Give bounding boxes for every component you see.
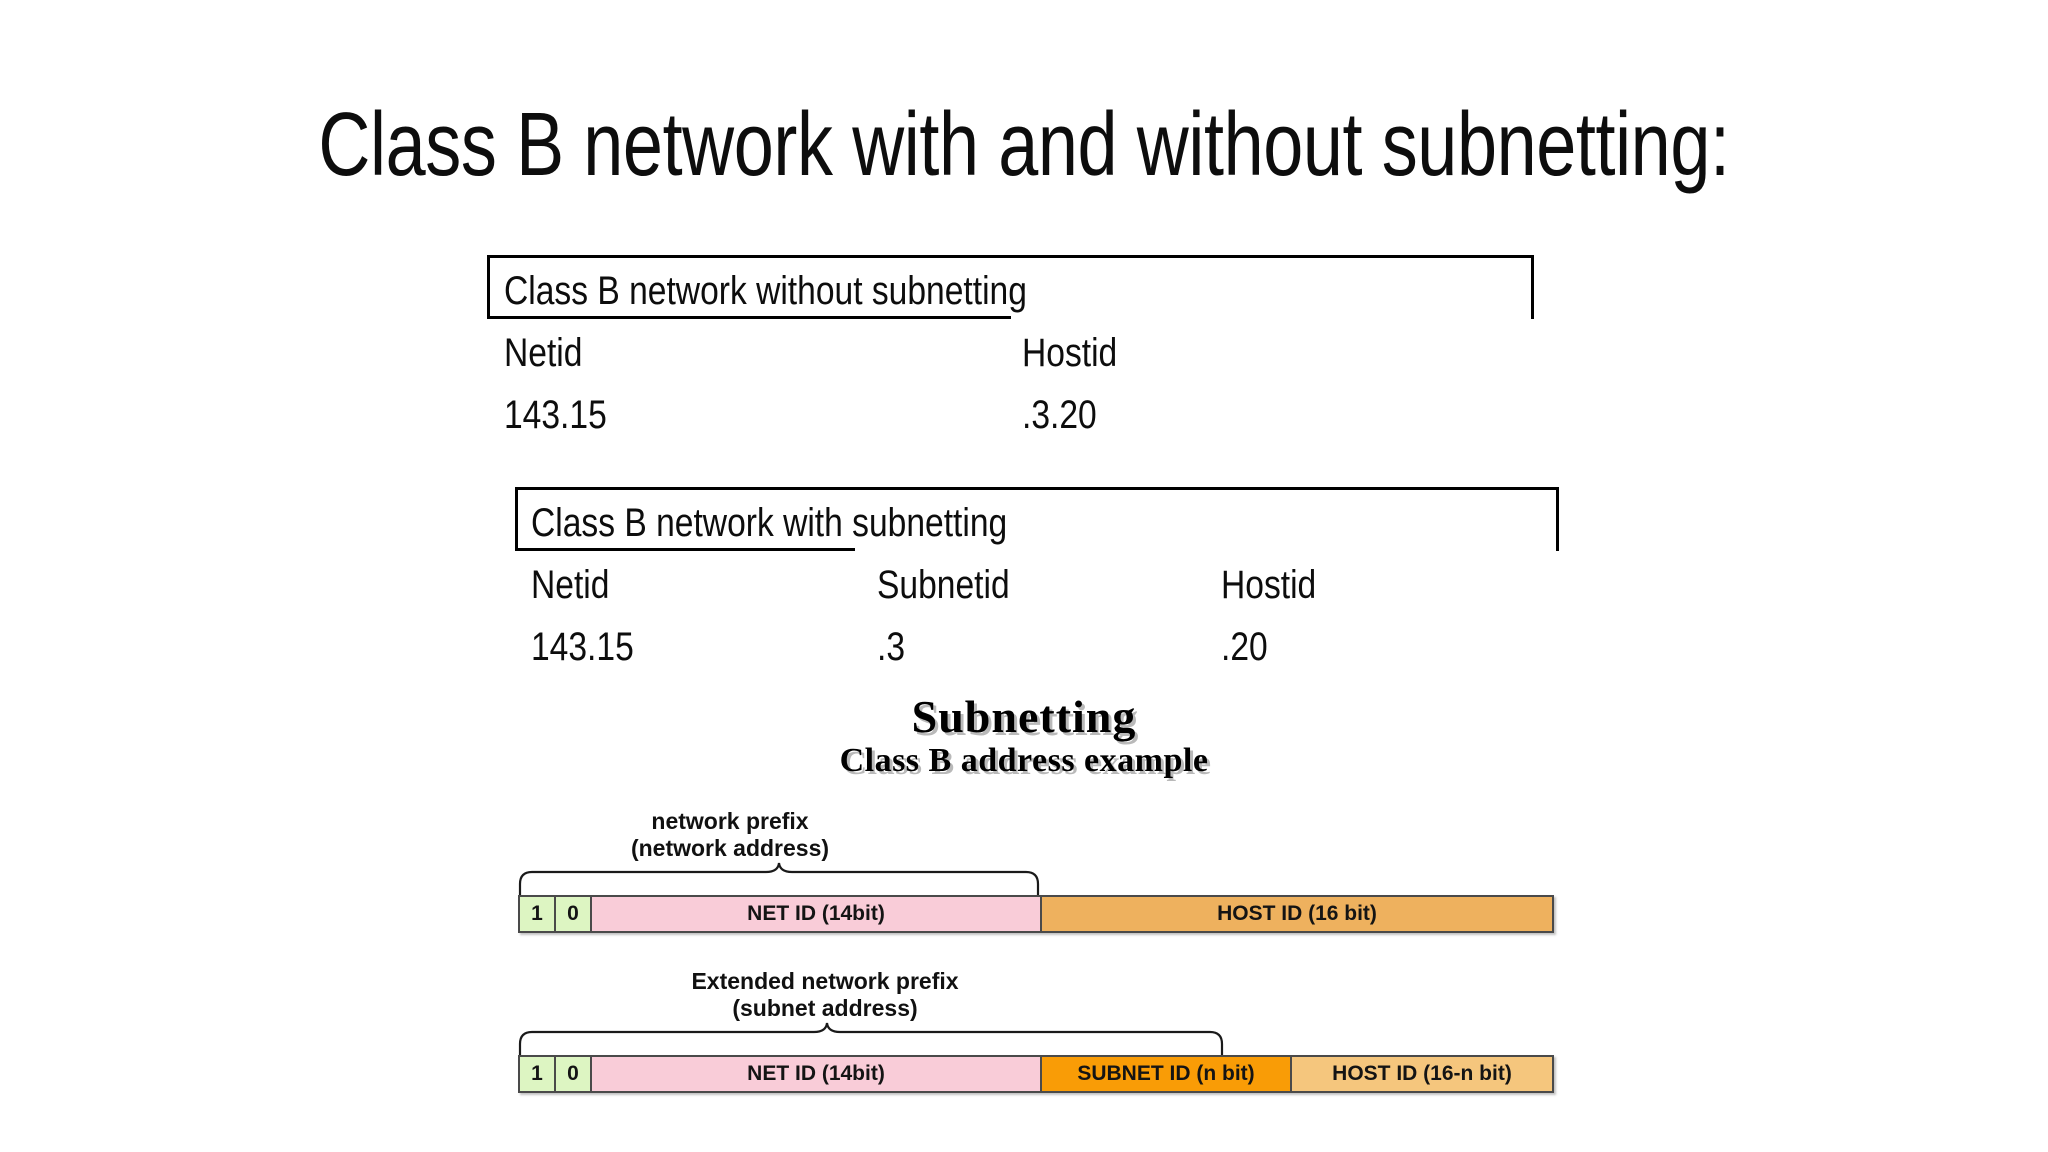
bar2-segment-host-id: HOST ID (16-n bit) [1292, 1057, 1552, 1091]
block1-right-border [1531, 255, 1534, 319]
block2-left-border [515, 487, 518, 551]
block1-value-hostid: .3.20 [1022, 393, 1097, 437]
block2-top-border [515, 487, 1559, 490]
block2-value-subnetid: .3 [877, 625, 906, 669]
bar1-segment-bit0: 0 [556, 897, 592, 931]
figure-subtitle: Class B address example [839, 742, 1209, 779]
block2-column-hostid: Hostid [1221, 563, 1317, 607]
network-prefix-line2: (network address) [630, 835, 830, 862]
bar1-segment-host-id: HOST ID (16 bit) [1042, 897, 1552, 931]
bar2-segment-net-id: NET ID (14bit) [592, 1057, 1042, 1091]
page-title: Class B network with and without subnett… [318, 95, 1730, 195]
block1-column-netid: Netid [504, 331, 583, 375]
block1-column-hostid: Hostid [1022, 331, 1118, 375]
network-prefix-brace-icon [518, 862, 1040, 904]
extended-prefix-line1: Extended network prefix [691, 968, 959, 994]
block2-heading: Class B network with subnetting [531, 501, 1008, 545]
bar2-segment-bit1: 1 [520, 1057, 556, 1091]
figure-title: Subnetting [911, 691, 1137, 742]
block1-bottom-border [487, 316, 1011, 319]
block2-column-subnetid: Subnetid [877, 563, 1010, 607]
block2-bottom-border [515, 548, 855, 551]
bar2-segment-bit0: 0 [556, 1057, 592, 1091]
bar1-segment-net-id: NET ID (14bit) [592, 897, 1042, 931]
subnetting-figure: Subnetting Class B address example netwo… [0, 690, 2048, 1130]
network-prefix-label: network prefix (network address) [520, 808, 940, 862]
address-bar-without-subnetting: 1 0 NET ID (14bit) HOST ID (16 bit) [518, 895, 1554, 933]
block1-left-border [487, 255, 490, 319]
block2-value-netid: 143.15 [531, 625, 634, 669]
block2-column-netid: Netid [531, 563, 610, 607]
bar2-segment-subnet-id: SUBNET ID (n bit) [1042, 1057, 1292, 1091]
block2-value-hostid: .20 [1221, 625, 1268, 669]
block1-value-netid: 143.15 [504, 393, 607, 437]
bar1-segment-bit1: 1 [520, 897, 556, 931]
block1-top-border [487, 255, 1534, 258]
address-bar-with-subnetting: 1 0 NET ID (14bit) SUBNET ID (n bit) HOS… [518, 1055, 1554, 1093]
extended-prefix-line2: (subnet address) [732, 995, 918, 1022]
network-prefix-line1: network prefix [651, 808, 809, 834]
block2-right-border [1556, 487, 1559, 551]
block1-heading: Class B network without subnetting [504, 269, 1027, 313]
extended-network-prefix-label: Extended network prefix (subnet address) [560, 968, 1090, 1022]
extended-network-prefix-brace-icon [518, 1022, 1224, 1064]
